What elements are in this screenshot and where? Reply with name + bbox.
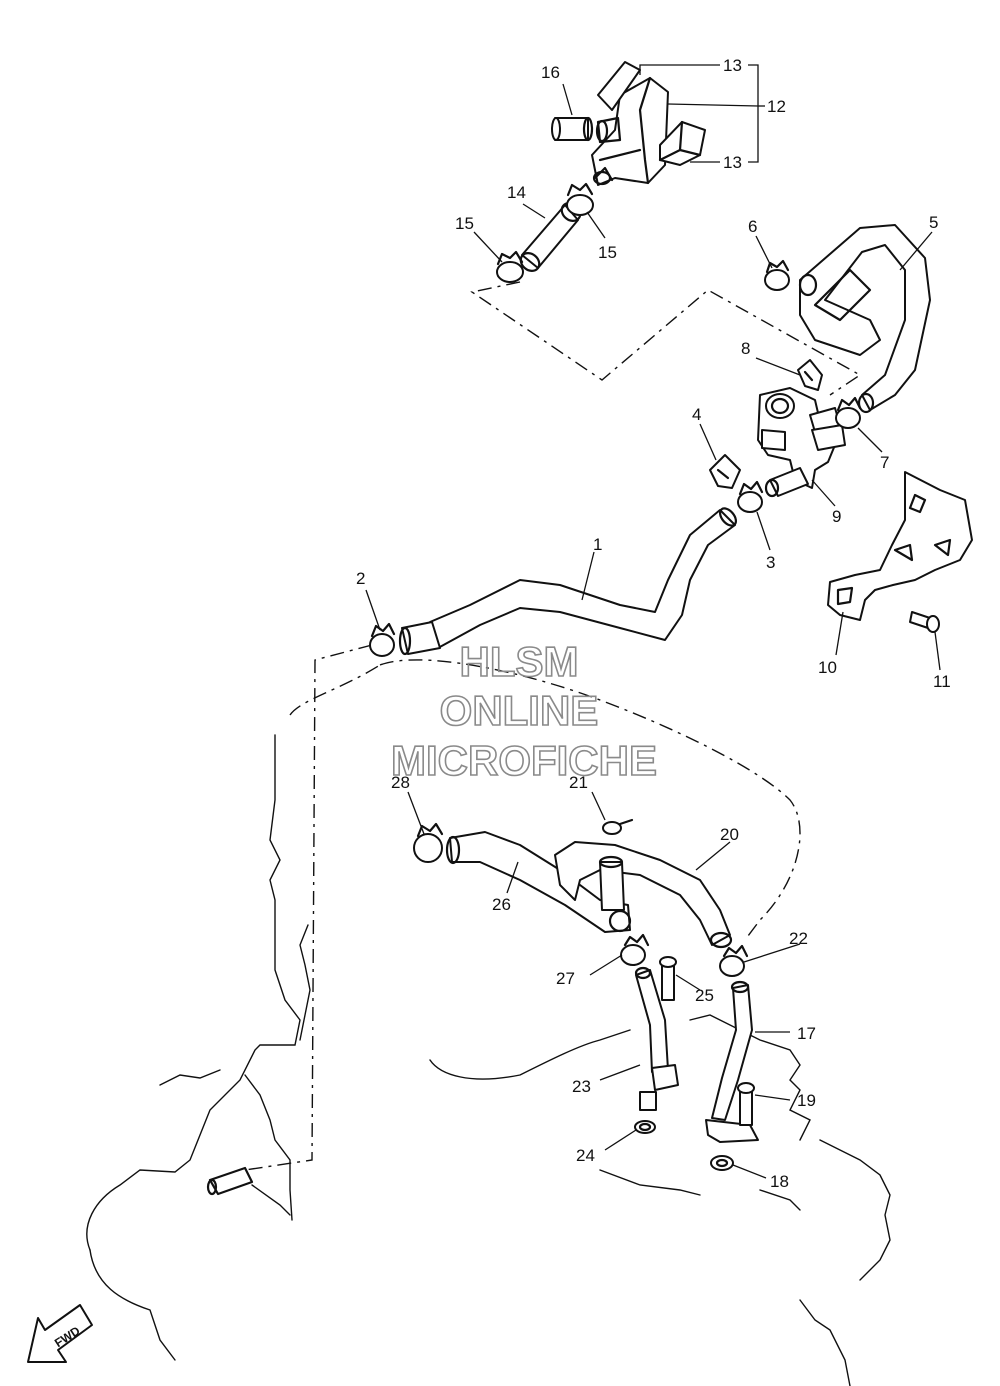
callout-18: 18 xyxy=(770,1172,789,1191)
part-5-upper-hose xyxy=(798,224,931,414)
part-28-clamp xyxy=(413,822,444,863)
watermark-line2: ONLINE xyxy=(440,687,599,734)
part-1-main-hose xyxy=(398,507,738,656)
callout-6: 6 xyxy=(748,217,757,236)
watermark-line1: HLSM xyxy=(460,638,579,685)
callout-9: 9 xyxy=(832,507,841,526)
callout-labels: 1 2 3 4 5 6 7 8 9 10 11 12 13 13 14 15 1… xyxy=(356,56,951,1191)
part-12-air-filter-box xyxy=(591,76,669,186)
part-18-gasket xyxy=(710,1155,734,1171)
callout-21: 21 xyxy=(569,773,588,792)
callout-16: 16 xyxy=(541,63,560,82)
part-20-hose xyxy=(554,841,733,949)
callout-27: 27 xyxy=(556,969,575,988)
callout-10: 10 xyxy=(818,658,837,677)
callout-17: 17 xyxy=(797,1024,816,1043)
callout-8: 8 xyxy=(741,339,750,358)
part-6-clamp xyxy=(764,259,790,291)
callout-25: 25 xyxy=(695,986,714,1005)
callout-1: 1 xyxy=(593,535,602,554)
callout-24: 24 xyxy=(576,1146,595,1165)
part-10-bracket xyxy=(827,471,973,621)
watermark: HLSM ONLINE MICROFICHE xyxy=(390,637,658,785)
part-15-clamp-upper xyxy=(566,182,594,216)
part-16-short-hose xyxy=(551,116,594,142)
part-4-bracket-clip xyxy=(709,454,741,489)
phantom-lines xyxy=(244,281,862,1171)
part-13-filter-element-lower xyxy=(658,120,706,166)
callout-7: 7 xyxy=(880,453,889,472)
part-22-clamp xyxy=(719,944,749,977)
callout-23: 23 xyxy=(572,1077,591,1096)
part-2-clamp xyxy=(369,622,396,657)
callout-4: 4 xyxy=(692,405,701,424)
callout-11: 11 xyxy=(933,672,951,691)
part-8-bracket-clip xyxy=(797,359,823,391)
callout-3: 3 xyxy=(766,553,775,572)
callout-14: 14 xyxy=(507,183,526,202)
callout-28: 28 xyxy=(391,773,410,792)
callout-26: 26 xyxy=(492,895,511,914)
part-3-clamp xyxy=(737,480,764,513)
callout-13-lower: 13 xyxy=(723,153,742,172)
part-25-bolt xyxy=(659,956,677,1001)
part-19-bolt xyxy=(737,1082,755,1126)
part-11-bolt xyxy=(909,611,940,633)
callout-13-upper: 13 xyxy=(723,56,742,75)
fwd-arrow-icon: FWD xyxy=(27,1304,93,1363)
callout-5: 5 xyxy=(929,213,938,232)
part-23-pipe xyxy=(634,966,679,1111)
callout-15-left: 15 xyxy=(455,214,474,233)
watermark-line3: MICROFICHE xyxy=(391,737,657,784)
callout-15-right: 15 xyxy=(598,243,617,262)
leader-lines xyxy=(365,64,941,1179)
callout-12: 12 xyxy=(767,97,786,116)
callout-2: 2 xyxy=(356,569,365,588)
callout-20: 20 xyxy=(720,825,739,844)
part-27-clamp xyxy=(620,933,650,966)
callout-22: 22 xyxy=(789,929,808,948)
engine-outline xyxy=(86,734,891,1386)
part-21-cap xyxy=(602,818,634,835)
callout-19: 19 xyxy=(797,1091,816,1110)
part-9-reed-valve-assembly xyxy=(757,387,846,498)
part-7-clamp xyxy=(835,396,862,429)
part-24-gasket xyxy=(634,1120,656,1134)
part-15-clamp-lower xyxy=(496,250,524,283)
